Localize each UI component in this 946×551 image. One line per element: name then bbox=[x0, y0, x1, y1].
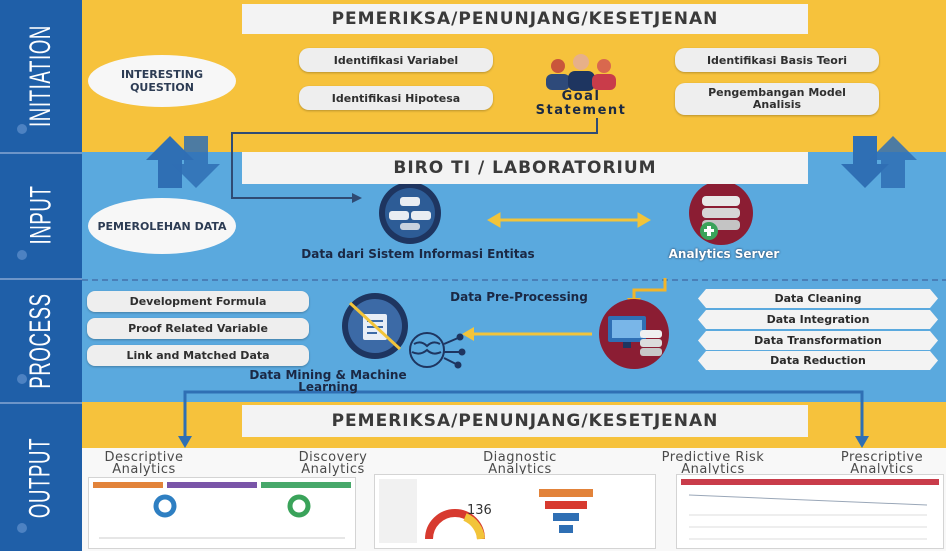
analytics-server-icon bbox=[689, 181, 753, 245]
output-diagnostic-analytics: Diagnostic Analytics bbox=[483, 450, 557, 477]
pill-identifikasi-hipotesa: Identifikasi Hipotesa bbox=[299, 86, 493, 110]
phase-output: OUTPUT bbox=[0, 404, 82, 551]
pill-identifikasi-variabel: Identifikasi Variabel bbox=[299, 48, 493, 72]
output-title: PEMERIKSA/PENUNJANG/KESETJENAN bbox=[242, 405, 808, 437]
step-data-reduction: Data Reduction bbox=[698, 351, 938, 370]
pill-proof-related-variable: Proof Related Variable bbox=[87, 318, 309, 339]
flow-double-arrow-left-icon bbox=[146, 136, 220, 188]
flow-double-arrow-right-icon bbox=[841, 136, 917, 188]
data-mining-ml-label: Data Mining & Machine Learning bbox=[249, 368, 407, 394]
data-exchange-double-arrow bbox=[487, 212, 651, 228]
goal-to-data-arrowhead bbox=[352, 193, 362, 203]
dashboard-thumbnail-descriptive bbox=[88, 477, 356, 549]
mining-to-output-connector bbox=[183, 390, 346, 438]
step-data-integration: Data Integration bbox=[698, 310, 938, 329]
goal-to-data-connector bbox=[231, 118, 598, 199]
dashboard-thumbnail-diagnostic: 136 bbox=[374, 474, 656, 549]
output-descriptive-analytics: Descriptive Analytics bbox=[104, 450, 184, 477]
pill-pengembangan-model: Pengembangan Model Analisis bbox=[675, 83, 879, 115]
descriptive-dashboard-graphic bbox=[93, 482, 351, 539]
data-acquisition-oval: PEMEROLEHAN DATA bbox=[88, 198, 236, 254]
phase-initiation: INITIATION bbox=[0, 0, 82, 154]
goal-statement-label: Goal Statement bbox=[535, 89, 627, 118]
database-cluster-icon bbox=[379, 182, 441, 244]
phase-sidebar: INITIATION INPUT PROCESS OUTPUT bbox=[0, 0, 82, 551]
analytics-server-label: Analytics Server bbox=[668, 247, 780, 261]
output-discovery-analytics: Discovery Analytics bbox=[298, 450, 368, 477]
diagnostic-dashboard-graphic bbox=[379, 479, 593, 543]
monitor-database-icon bbox=[599, 299, 669, 369]
pill-link-matched-data: Link and Matched Data bbox=[87, 345, 309, 366]
phase-dot bbox=[17, 523, 27, 533]
phase-input: INPUT bbox=[0, 152, 82, 280]
phase-dot bbox=[17, 250, 27, 260]
gauge-value: 136 bbox=[467, 503, 492, 518]
phase-dot bbox=[17, 374, 27, 384]
server-to-preprocessing-connector bbox=[632, 278, 667, 300]
output-span-connector bbox=[346, 390, 864, 438]
initiation-title: PEMERIKSA/PENUNJANG/KESETJENAN bbox=[242, 4, 808, 34]
step-data-cleaning: Data Cleaning bbox=[698, 289, 938, 308]
data-mining-icon bbox=[342, 293, 408, 359]
output-predictive-risk-analytics: Predictive Risk Analytics bbox=[661, 450, 765, 477]
data-source-label: Data dari Sistem Informasi Entitas bbox=[301, 247, 535, 261]
step-data-transformation: Data Transformation bbox=[698, 331, 938, 350]
phase-dot bbox=[17, 124, 27, 134]
output-prescriptive-analytics: Prescriptive Analytics bbox=[840, 450, 924, 477]
pill-identifikasi-basis-teori: Identifikasi Basis Teori bbox=[675, 48, 879, 72]
preprocessing-to-mining-arrowhead bbox=[462, 327, 474, 341]
data-preprocessing-label: Data Pre-Processing bbox=[450, 290, 588, 304]
team-people-icon bbox=[546, 54, 616, 91]
mining-to-output-right-arrowhead bbox=[855, 436, 869, 448]
phase-process: PROCESS bbox=[0, 280, 82, 404]
interesting-question-oval: INTERESTING QUESTION bbox=[88, 55, 236, 107]
brain-network-icon bbox=[409, 332, 466, 369]
pill-development-formula: Development Formula bbox=[87, 291, 309, 312]
predictive-dashboard-graphic bbox=[681, 479, 939, 540]
mining-to-output-left-arrowhead bbox=[178, 436, 192, 448]
input-title: BIRO TI / LABORATORIUM bbox=[242, 152, 808, 184]
dashboard-thumbnail-predictive bbox=[676, 474, 944, 549]
